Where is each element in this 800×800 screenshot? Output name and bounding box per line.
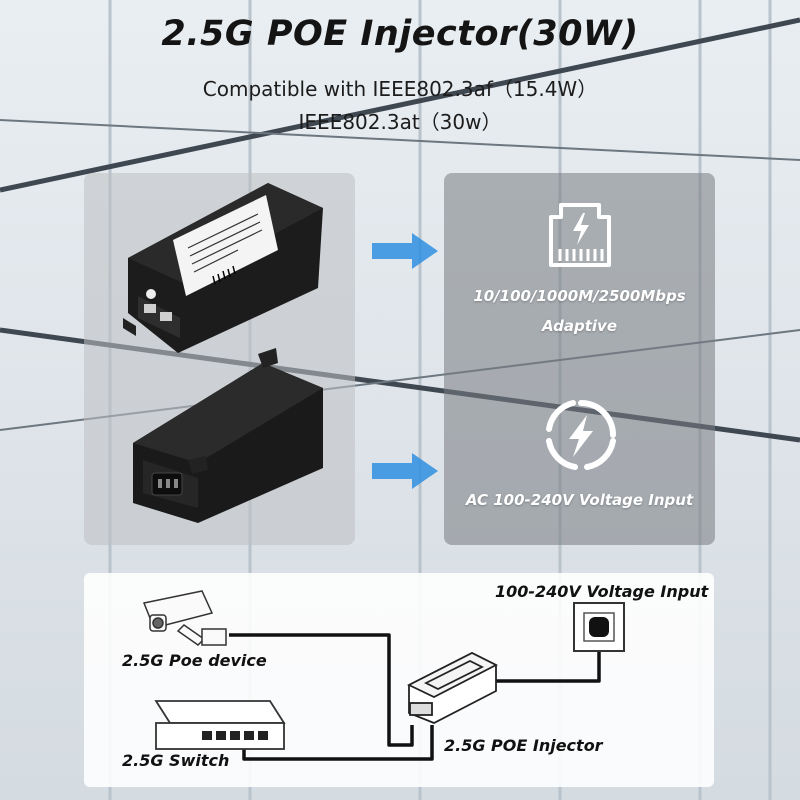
injector-label: 2.5G POE Injector xyxy=(444,736,603,755)
switch-label: 2.5G Switch xyxy=(122,751,230,770)
features-panel xyxy=(444,173,715,545)
arrow-right-icon xyxy=(372,453,438,489)
poe-device-label: 2.5G Poe device xyxy=(122,651,267,670)
feature-adaptive: Adaptive xyxy=(541,317,617,335)
page-title: 2.5G POE Injector(30W) xyxy=(161,14,639,54)
arrow-right-icon xyxy=(372,233,438,269)
voltage-input-label: 100-240V Voltage Input xyxy=(495,582,709,601)
feature-speed: 10/100/1000M/2500Mbps xyxy=(473,287,686,305)
feature-voltage-input: AC 100-240V Voltage Input xyxy=(465,491,694,509)
connection-diagram-drawing xyxy=(142,590,625,761)
subtitle-standard: IEEE802.3at（30w） xyxy=(298,110,502,134)
subtitle-compatibility: Compatible with IEEE802.3af（15.4W） xyxy=(202,77,598,101)
ethernet-port-icon xyxy=(549,203,611,267)
poe-injector-product-image xyxy=(123,183,323,523)
power-lightning-icon xyxy=(546,400,616,470)
